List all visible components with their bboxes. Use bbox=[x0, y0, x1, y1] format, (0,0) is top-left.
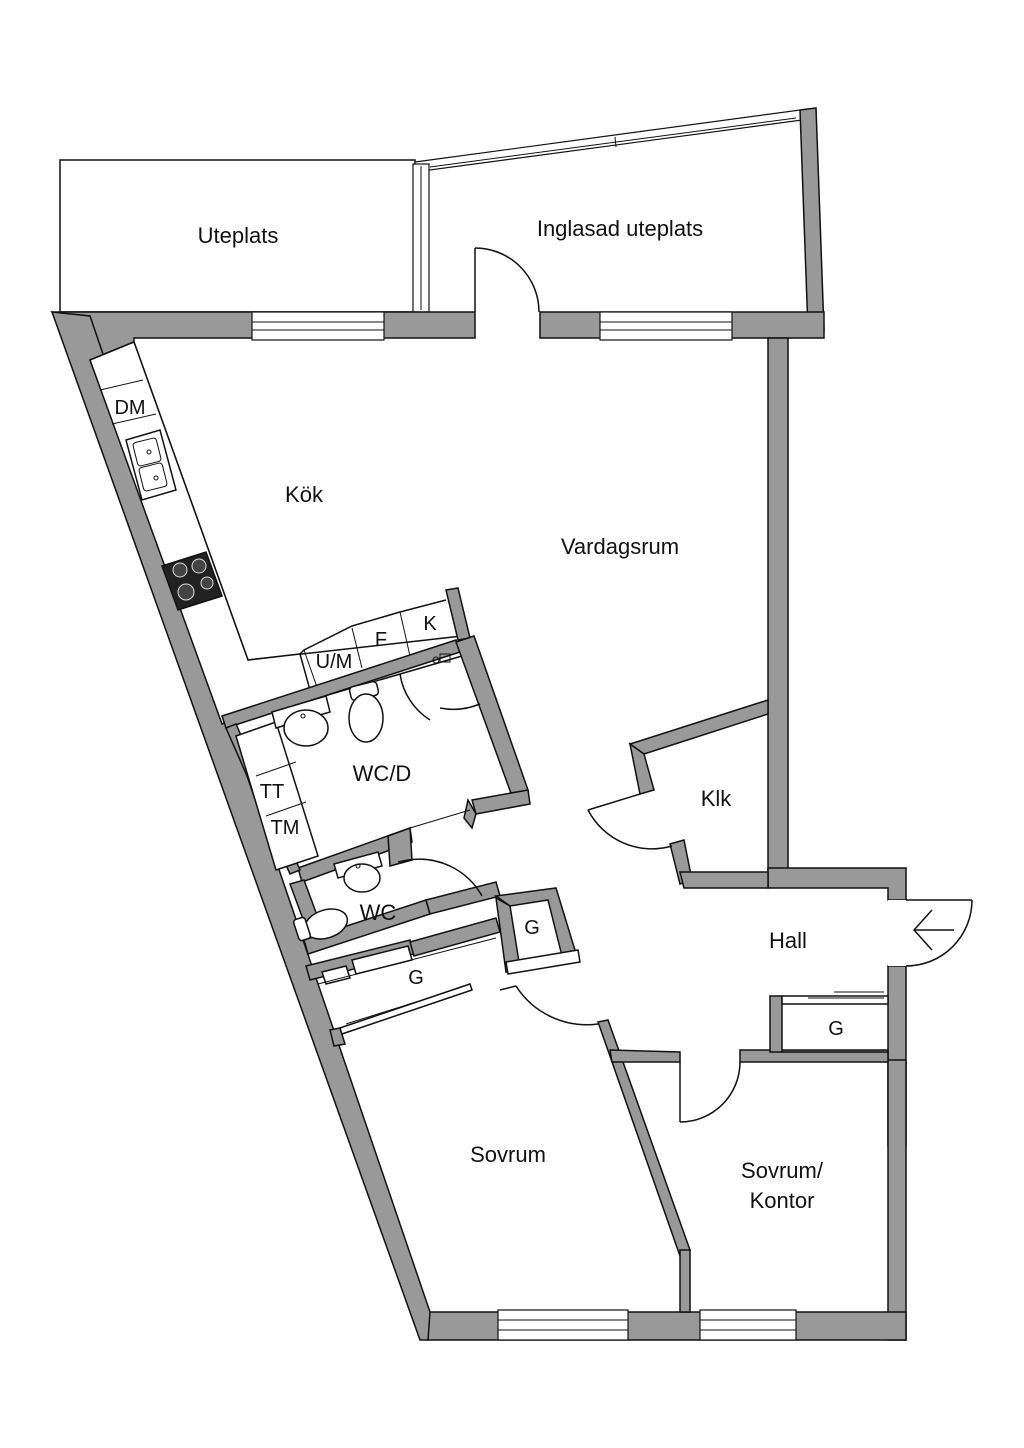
arrow-left-icon bbox=[912, 909, 954, 951]
kitchen-counter bbox=[89, 341, 463, 725]
label-um: U/M bbox=[316, 651, 353, 673]
sink-icon bbox=[271, 695, 331, 747]
wc-room bbox=[289, 851, 501, 955]
label-sovrum-kontor-1: Sovrum/ bbox=[741, 1158, 824, 1183]
klk-closet bbox=[587, 698, 769, 889]
label-hall: Hall bbox=[769, 928, 807, 953]
patio-door bbox=[474, 247, 540, 313]
label-wc: WC bbox=[360, 900, 397, 925]
label-vardagsrum: Vardagsrum bbox=[561, 534, 679, 559]
label-kok: Kök bbox=[285, 482, 324, 507]
fixture-labels: DM U/M F K TT TM G G G bbox=[114, 397, 843, 1040]
entrance-door bbox=[888, 899, 973, 967]
label-g-corridor: G bbox=[408, 967, 424, 989]
bedroom-walls bbox=[329, 985, 889, 1313]
sink-icon bbox=[333, 851, 383, 893]
label-uteplats: Uteplats bbox=[198, 223, 279, 248]
outer-walls bbox=[50, 311, 907, 1341]
label-g-small: G bbox=[524, 917, 540, 939]
label-sovrum: Sovrum bbox=[470, 1142, 546, 1167]
label-klk: Klk bbox=[701, 786, 733, 811]
room-labels: Uteplats Inglasad uteplats Kök Vardagsru… bbox=[198, 216, 824, 1213]
toilet-icon bbox=[348, 680, 384, 743]
stove-icon bbox=[161, 551, 223, 611]
toilet-icon bbox=[292, 908, 349, 942]
shower-icon bbox=[399, 653, 481, 721]
label-inglasad-uteplats: Inglasad uteplats bbox=[537, 216, 703, 241]
label-k: K bbox=[423, 613, 437, 635]
label-f: F bbox=[375, 629, 387, 651]
hall-wardrobe bbox=[769, 991, 889, 1053]
label-wcd: WC/D bbox=[353, 761, 412, 786]
label-g-hall: G bbox=[828, 1018, 844, 1040]
wardrobes bbox=[305, 887, 581, 1037]
label-tm: TM bbox=[271, 817, 300, 839]
uteplats-area bbox=[59, 159, 416, 313]
sink-icon bbox=[125, 429, 177, 501]
label-tt: TT bbox=[260, 781, 284, 803]
windows bbox=[251, 311, 797, 1341]
wcd-bathroom bbox=[225, 635, 531, 883]
label-sovrum-kontor-2: Kontor bbox=[750, 1188, 815, 1213]
label-dm: DM bbox=[114, 397, 145, 419]
